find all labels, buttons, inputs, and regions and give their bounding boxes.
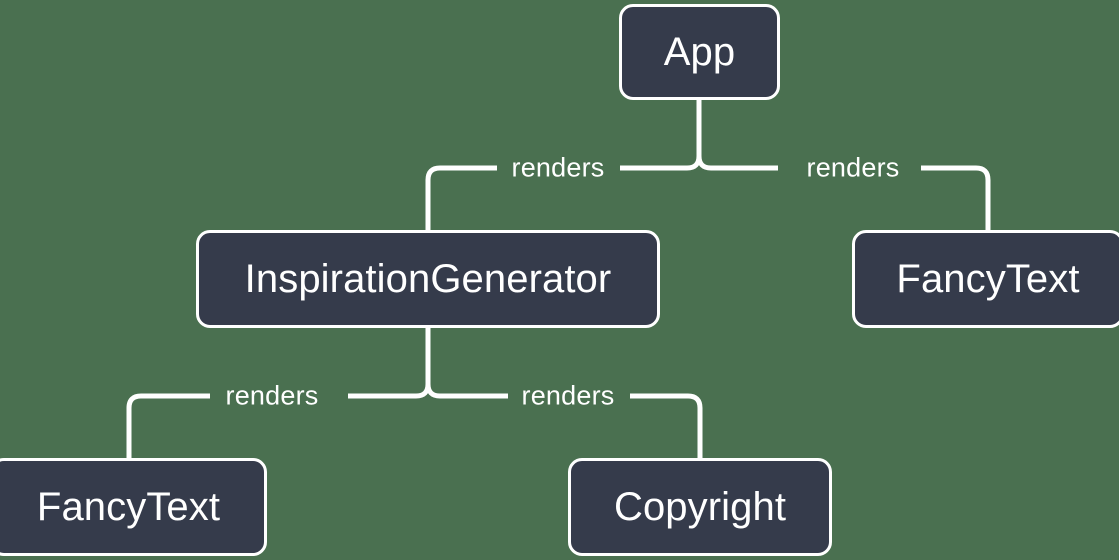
edge-label-inspiration-generator-to-fancytext: renders bbox=[225, 380, 319, 411]
edge-app-stem bbox=[620, 100, 702, 171]
node-app-label: App bbox=[663, 29, 736, 74]
node-fancytext-right-label: FancyText bbox=[896, 256, 1080, 301]
node-copyright[interactable]: Copyright bbox=[568, 458, 832, 556]
edge-inspiration-generator-to-copyright bbox=[630, 393, 703, 458]
node-fancytext-bottom-left[interactable]: FancyText bbox=[0, 458, 267, 556]
node-inspiration-generator[interactable]: InspirationGenerator bbox=[196, 230, 660, 328]
edge-app-stem-right bbox=[696, 100, 778, 171]
node-fancytext-bottom-left-label: FancyText bbox=[36, 484, 221, 529]
edge-label-app-to-inspiration-generator: renders bbox=[511, 152, 605, 183]
node-fancytext-right[interactable]: FancyText bbox=[852, 230, 1119, 328]
edge-app-to-inspiration-generator bbox=[425, 165, 497, 230]
edge-inspiration-generator-stem-right bbox=[425, 328, 508, 399]
node-inspiration-generator-label: InspirationGenerator bbox=[244, 256, 612, 301]
edge-inspiration-generator-stem-left bbox=[348, 328, 431, 399]
node-app[interactable]: App bbox=[619, 4, 780, 100]
node-copyright-label: Copyright bbox=[613, 484, 787, 529]
edge-app-to-fancytext-right bbox=[921, 165, 991, 230]
edge-label-inspiration-generator-to-copyright: renders bbox=[521, 380, 615, 411]
edge-inspiration-generator-to-fancytext bbox=[126, 393, 210, 458]
edge-label-app-to-fancytext-right: renders bbox=[806, 152, 900, 183]
